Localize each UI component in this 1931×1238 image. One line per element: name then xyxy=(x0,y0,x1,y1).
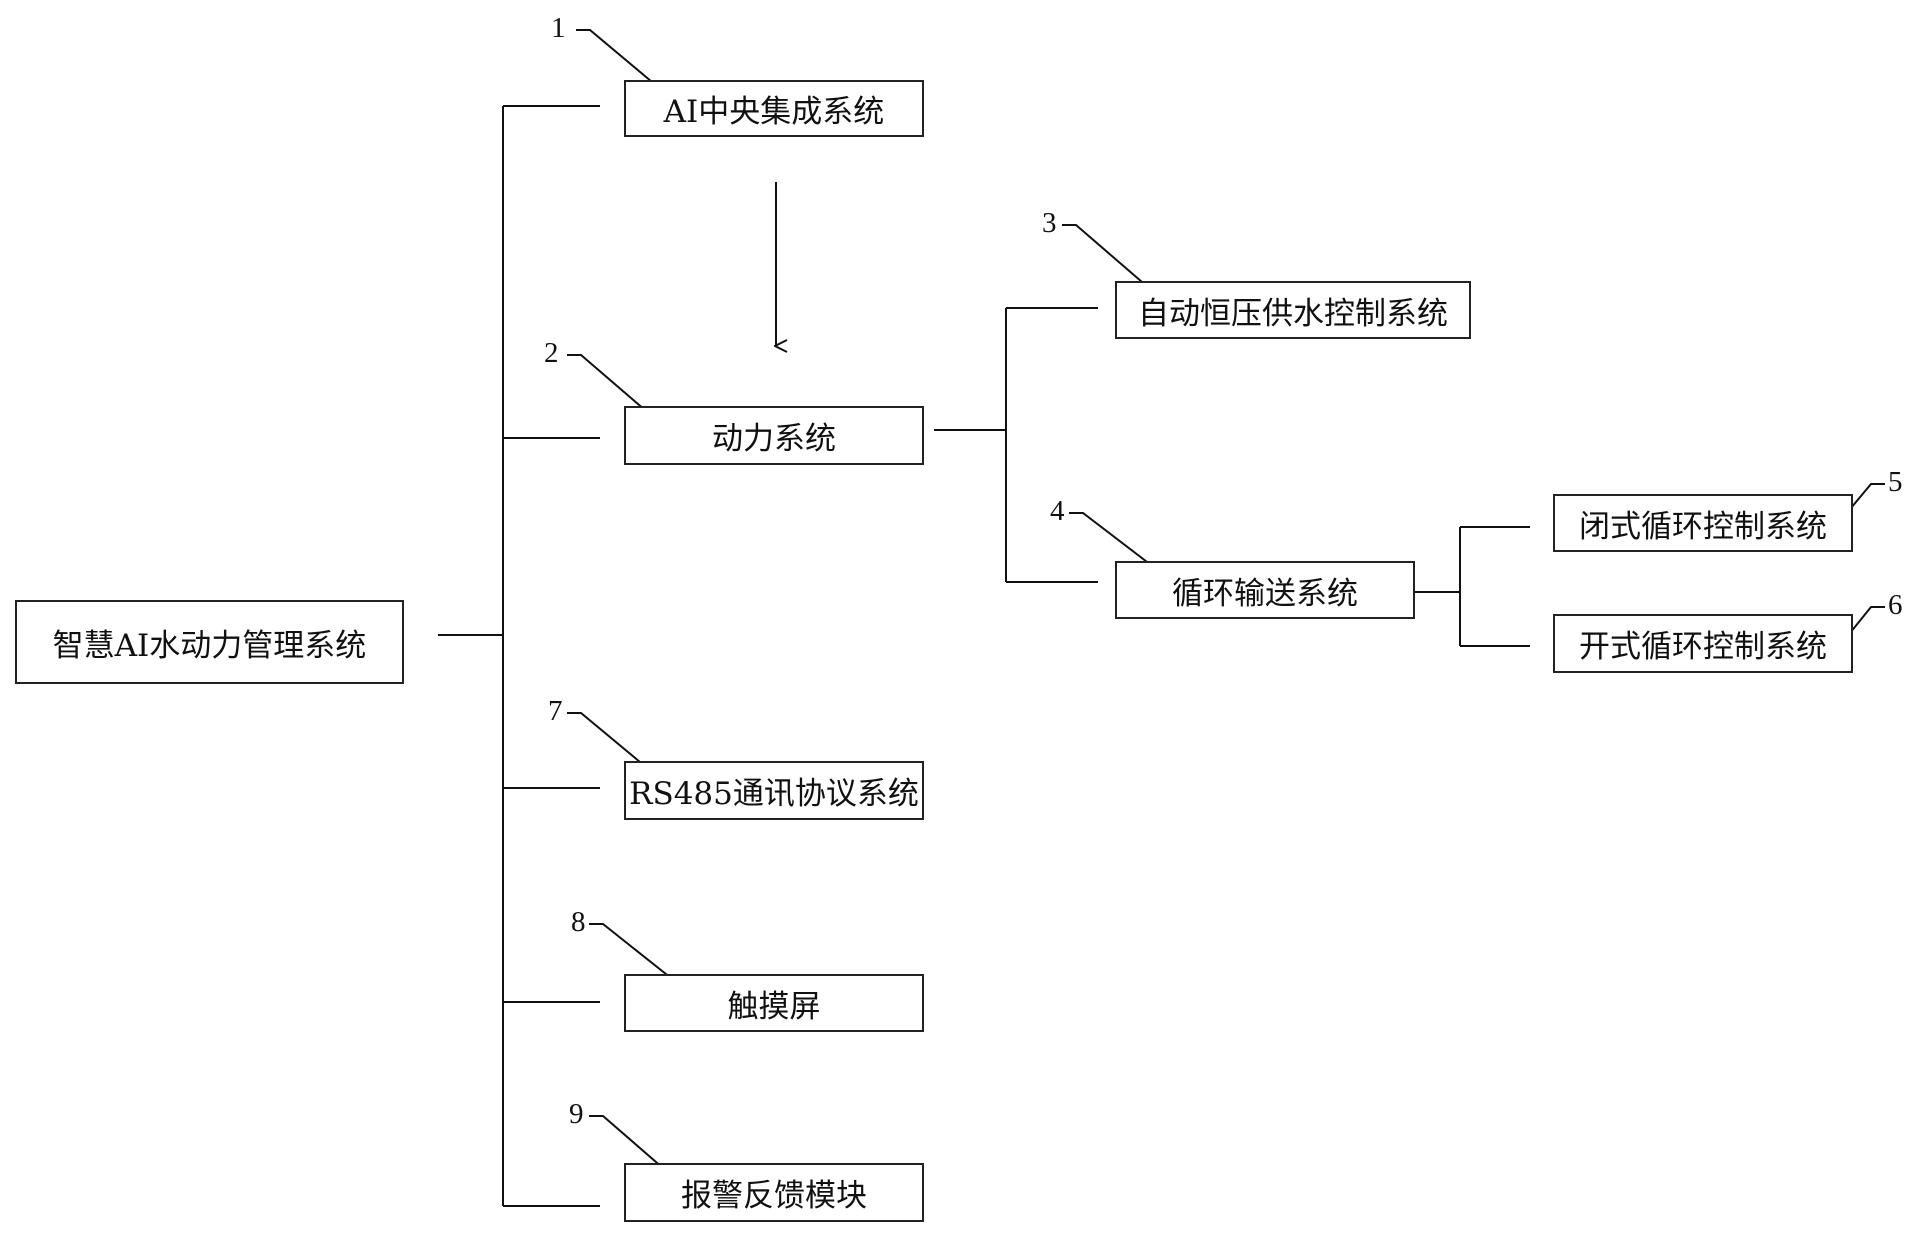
leader-4 xyxy=(1069,512,1156,569)
leader-8 xyxy=(589,923,677,983)
leader-5 xyxy=(1845,483,1885,515)
ref-number-2: 2 xyxy=(544,337,559,369)
ref-number-7: 7 xyxy=(548,695,563,727)
open-loop-box: 开式循环控制系统 xyxy=(1553,614,1853,673)
alarm-box: 报警反馈模块 xyxy=(624,1163,924,1222)
leader-9 xyxy=(589,1115,672,1176)
leader-1 xyxy=(576,29,653,83)
leader-7 xyxy=(567,712,653,773)
ref-number-1: 1 xyxy=(551,12,566,44)
rs485-box: RS485通讯协议系统 xyxy=(624,761,924,820)
root-system-box: 智慧AI水动力管理系统 xyxy=(15,600,404,684)
ref-number-5: 5 xyxy=(1888,466,1903,498)
ref-number-3: 3 xyxy=(1042,207,1057,239)
const-pressure-box: 自动恒压供水控制系统 xyxy=(1115,281,1471,339)
ref-number-6: 6 xyxy=(1888,589,1903,621)
ref-number-8: 8 xyxy=(571,906,586,938)
ref-number-9: 9 xyxy=(569,1098,584,1130)
power-system-box: 动力系统 xyxy=(624,406,924,465)
ai-central-box: AI中央集成系统 xyxy=(624,80,924,137)
leader-6 xyxy=(1845,606,1885,639)
closed-loop-box: 闭式循环控制系统 xyxy=(1553,494,1853,552)
leader-2 xyxy=(567,354,646,411)
leader-3 xyxy=(1062,224,1143,283)
ref-number-4: 4 xyxy=(1050,495,1065,527)
touchscreen-box: 触摸屏 xyxy=(624,974,924,1032)
circulation-box: 循环输送系统 xyxy=(1115,561,1415,619)
